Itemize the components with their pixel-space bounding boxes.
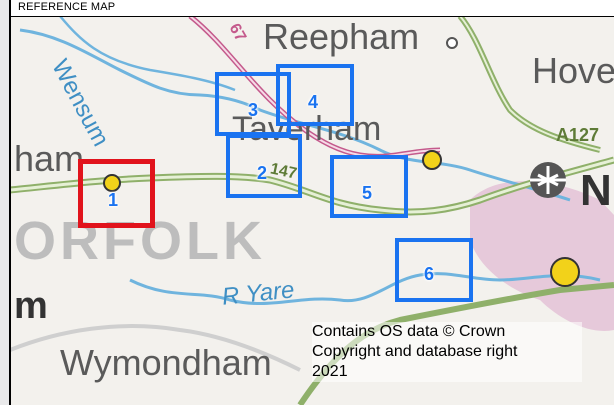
airport-plane-glyph (530, 166, 566, 194)
river-wensum (19, 28, 571, 202)
place-label-wymondham: Wymondham (60, 342, 272, 383)
place-label-m: m (14, 285, 48, 327)
copyright-notice: Contains OS data © Crown Copyright and d… (312, 322, 582, 382)
marker-box-3[interactable] (215, 72, 291, 136)
town-dot-taverham (422, 150, 442, 170)
river-yare (129, 272, 601, 306)
marker-box-4[interactable] (276, 64, 354, 126)
town-dot-marker1 (103, 174, 121, 192)
left-margin-strip (0, 0, 9, 405)
marker-label-1: 1 (108, 190, 119, 210)
map-header: REFERENCE MAP (10, 0, 614, 17)
copyright-line-2: Copyright and database right (312, 343, 518, 360)
marker-label-2: 2 (257, 163, 268, 183)
marker-box-5[interactable] (330, 155, 408, 218)
town-dot-reepham (446, 37, 458, 49)
river-wensum-upper (59, 15, 236, 92)
road-a47-inner (9, 158, 614, 214)
urban-area (470, 181, 614, 331)
copyright-line-3: 2021 (312, 363, 348, 380)
marker-label-4: 4 (308, 92, 319, 112)
marker-label-3: 3 (248, 100, 259, 120)
place-label-reepham: Reepham (263, 16, 420, 57)
place-label-norfolk: ORFOLK (14, 211, 266, 271)
marker-box-1[interactable] (78, 159, 155, 228)
road-a1067-inner (189, 15, 441, 158)
marker-label-6: 6 (424, 264, 435, 284)
marker-label-5: 5 (362, 183, 373, 203)
copyright-line-1: Contains OS data © Crown (312, 323, 506, 340)
place-label-taverham: Taverham (232, 110, 382, 148)
road-label-a127: A127 (556, 125, 600, 145)
place-label-n: N (580, 166, 612, 215)
road-north-inner (459, 15, 601, 151)
map-title: REFERENCE MAP (18, 1, 116, 13)
road-west (9, 324, 301, 372)
place-label-hove: Hove (532, 50, 614, 91)
marker-box-6[interactable] (395, 238, 473, 302)
map-left-border (9, 0, 11, 405)
place-label-ham: ham (14, 138, 85, 179)
town-dot-norwich (550, 257, 580, 287)
marker-box-2[interactable] (226, 134, 302, 198)
